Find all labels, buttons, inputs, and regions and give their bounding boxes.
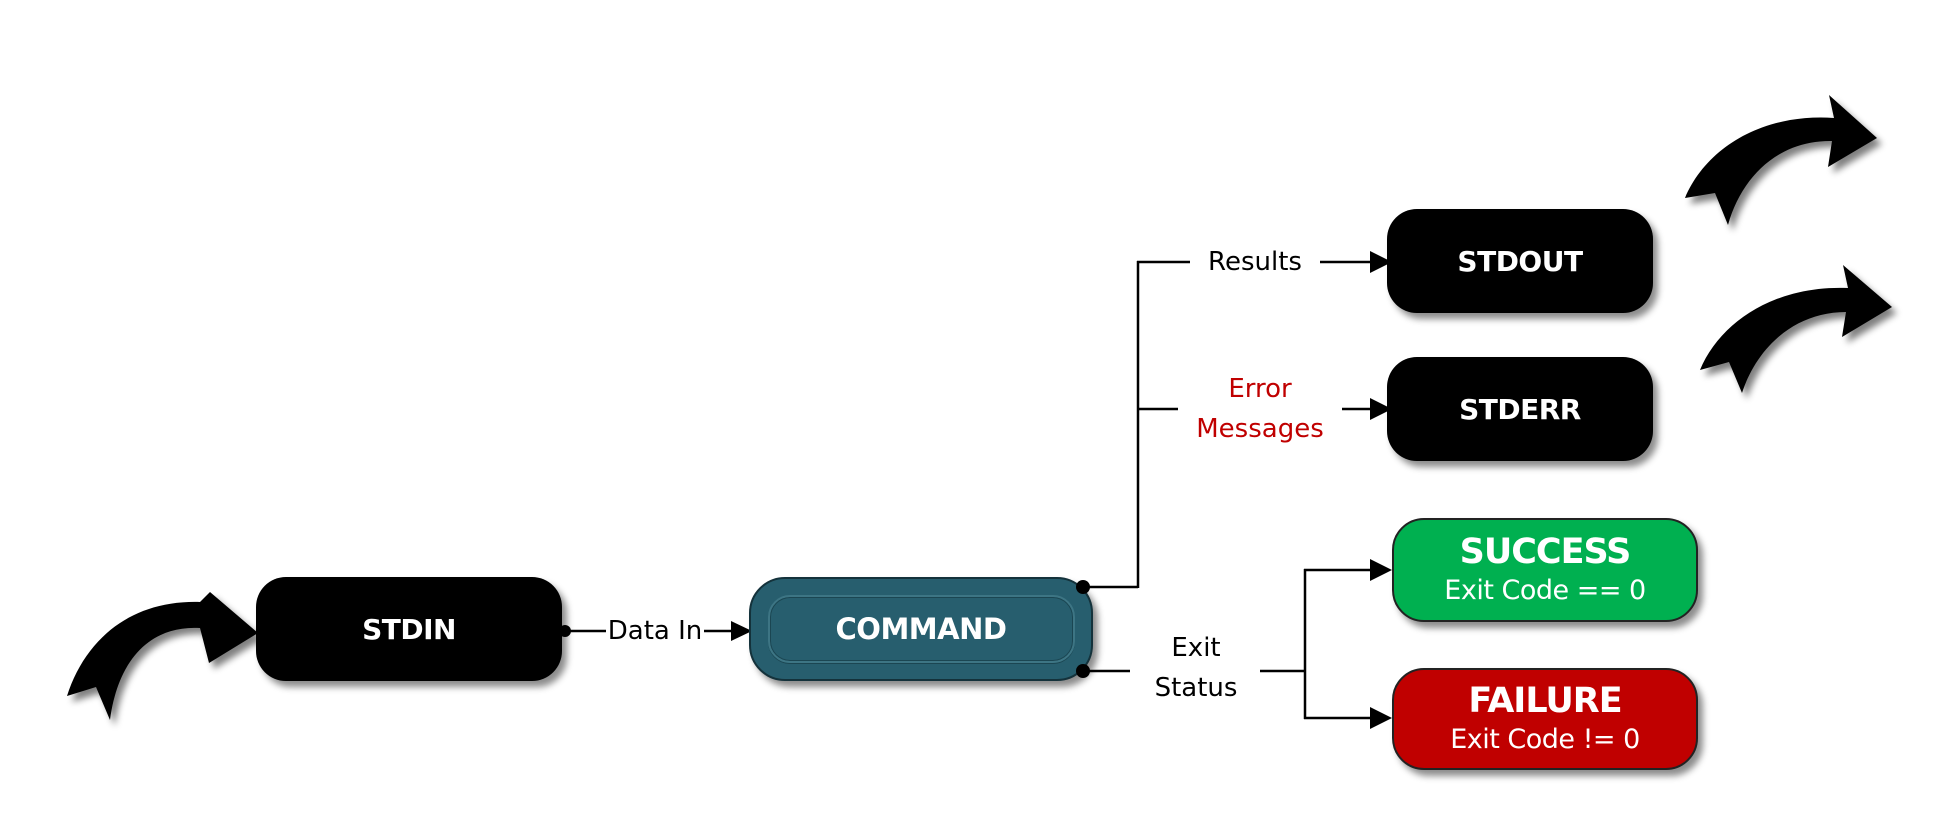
stdout-node: STDOUT [1387,209,1653,313]
success-title: SUCCESS [1459,532,1632,572]
error-messages-label: Error Messages [1196,369,1324,449]
failure-title: FAILURE [1468,681,1622,721]
exit-label-line2: Status [1154,673,1238,703]
arrowhead [731,621,752,641]
failure-subtitle: Exit Code != 0 [1450,724,1640,755]
error-label-line1: Error [1228,374,1292,404]
command-node: COMMAND [749,577,1093,681]
command-bevel [768,595,1075,663]
results-label: Results [1208,247,1302,277]
stdin-label: STDIN [362,612,456,646]
stderr-label: STDERR [1459,392,1581,426]
command-label: COMMAND [835,612,1007,646]
arrowhead [1370,251,1392,273]
curved-arrow-icon [1685,95,1877,225]
success-subtitle: Exit Code == 0 [1444,575,1646,606]
data-in-label: Data In [607,616,703,646]
curved-arrow-icon [1700,265,1892,393]
failure-node: FAILURE Exit Code != 0 [1392,668,1698,770]
error-label-line2: Messages [1196,414,1324,444]
exit-status-label: Exit Status [1155,628,1238,708]
success-node: SUCCESS Exit Code == 0 [1392,518,1698,622]
stderr-node: STDERR [1387,357,1653,461]
stdin-node: STDIN [256,577,562,681]
arrowhead [1370,559,1392,581]
curved-arrow-icon [67,592,258,720]
stdout-label: STDOUT [1457,244,1583,278]
arrowhead [1370,398,1392,420]
arrowhead [1370,707,1392,729]
exit-label-line1: Exit [1171,633,1221,663]
